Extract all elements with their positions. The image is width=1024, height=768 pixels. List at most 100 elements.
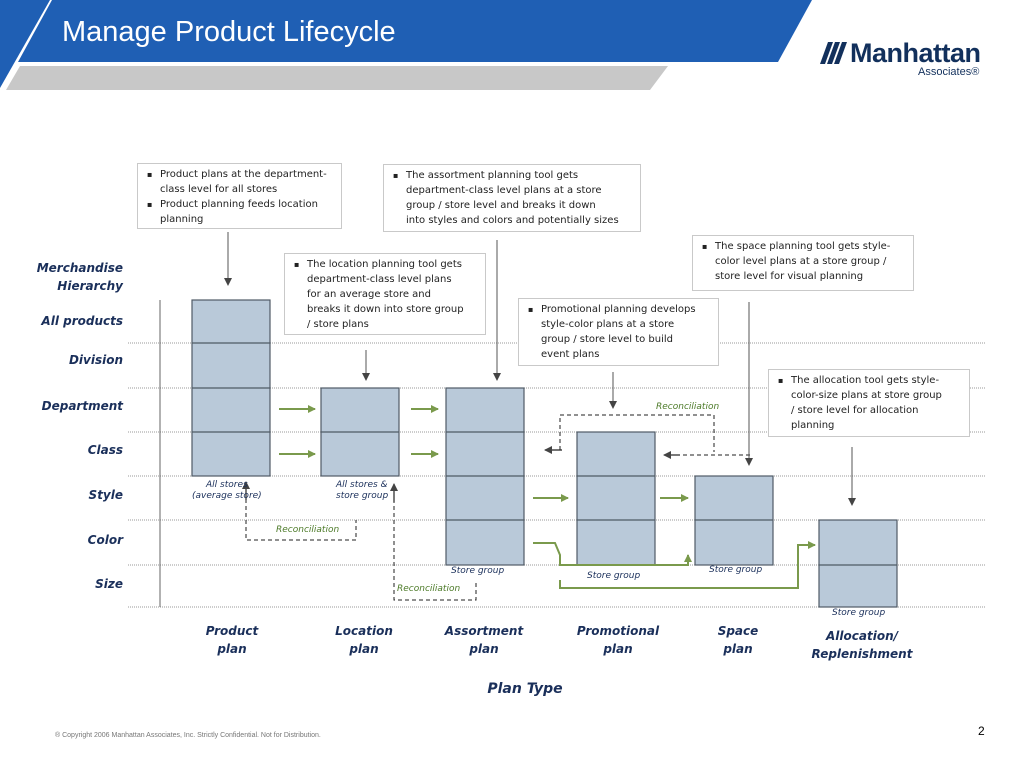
- reconciliation-path-location-assortment: [393, 492, 477, 601]
- note-line: ▪ Product planning feeds location: [147, 197, 333, 212]
- note-assortment-plan: ▪ The assortment planning tool gets depart…: [383, 164, 641, 232]
- note-text: The allocation tool gets style-: [791, 375, 940, 386]
- label-space-store-group: Store group: [709, 565, 763, 575]
- note-text: The location planning tool gets: [307, 259, 462, 270]
- axis-title-plan-type: Plan Type: [487, 681, 563, 697]
- box-assortment-plan: [445, 387, 525, 566]
- bullet-icon: ▪: [147, 170, 153, 179]
- logo-mark-icon: [820, 42, 847, 64]
- reconciliation-arrowheads: [242, 446, 680, 502]
- note-text: into styles and colors and potentially s…: [406, 215, 619, 226]
- note-text: The space planning tool gets style-: [715, 241, 891, 252]
- bullet-icon: ▪: [528, 305, 534, 314]
- flow-arrows: [279, 405, 816, 589]
- hierarchy-level-all-products: All products: [41, 314, 123, 328]
- hierarchy-level-color: Color: [87, 533, 123, 547]
- logo-name: Manhattan: [850, 38, 981, 68]
- note-line: / store plans: [307, 317, 477, 332]
- note-line: into styles and colors and potentially s…: [406, 213, 632, 228]
- note-space-plan: ▪ The space planning tool gets style-colo…: [692, 235, 914, 291]
- note-line: for an average store and: [307, 287, 477, 302]
- box-product-plan: [191, 299, 271, 477]
- plan-box-rect: [576, 431, 656, 566]
- note-line: / store level for allocation: [791, 403, 961, 418]
- flow-arrow-assortment-to-space-bend: [533, 542, 692, 566]
- label-assortment-store-group: Store group: [451, 566, 505, 576]
- note-text: for an average store and: [307, 289, 431, 300]
- note-text: breaks it down into store group: [307, 304, 464, 315]
- note-text: group / store level to build: [541, 334, 674, 345]
- bullet-icon: ▪: [393, 171, 399, 180]
- note-text: / store level for allocation: [791, 405, 919, 416]
- hierarchy-title-line2: Hierarchy: [57, 279, 123, 293]
- note-location-plan: ▪ The location planning tool gets departme…: [284, 253, 486, 335]
- plan-boxes: [191, 299, 898, 608]
- note-line: color-size plans at store group: [791, 388, 961, 403]
- note-text: department-class level plans: [307, 274, 452, 285]
- reconciliation-label-product-location: Reconciliation: [276, 525, 340, 535]
- box-allocation-plan: [818, 519, 898, 608]
- note-text: The assortment planning tool gets: [406, 170, 579, 181]
- note-text: Product planning feeds location: [160, 199, 318, 210]
- bullet-icon: ▪: [702, 242, 708, 251]
- note-line: ▪ The location planning tool gets: [294, 257, 477, 272]
- note-line: breaks it down into store group: [307, 302, 477, 317]
- note-text: group / store level and breaks it down: [406, 200, 596, 211]
- note-text: planning: [791, 420, 835, 431]
- bullet-icon: ▪: [778, 376, 784, 385]
- plan-box-rect: [818, 519, 898, 608]
- note-line: style-color plans at a store: [541, 317, 710, 332]
- plan-type-allocation: Allocation/Replenishment: [811, 629, 913, 661]
- note-line: ▪Product plans at the department-: [147, 167, 333, 182]
- note-line: store level for visual planning: [715, 269, 905, 284]
- note-text: / store plans: [307, 319, 369, 330]
- footer-copyright: ® Copyright 2006 Manhattan Associates, I…: [55, 732, 321, 739]
- label-location-stores-line1: All stores &: [336, 480, 388, 490]
- note-text: Promotional planning develops: [541, 304, 696, 315]
- note-allocation-plan: ▪ The allocation tool gets style-color-si…: [768, 369, 970, 437]
- reconciliation-path-product-location: [245, 492, 357, 541]
- bullet-icon: ▪: [147, 200, 153, 209]
- hierarchy-level-class: Class: [87, 443, 123, 457]
- note-line: class level for all stores: [160, 182, 333, 197]
- hierarchy-level-division: Division: [68, 353, 123, 367]
- label-allocation-store-group: Store group: [832, 608, 886, 618]
- reconciliation-path-assortment-space: [559, 414, 715, 452]
- page-title: Manage Product Lifecycle: [62, 16, 396, 48]
- bullet-icon: ▪: [294, 260, 300, 269]
- hierarchy-level-department: Department: [41, 399, 123, 413]
- label-location-stores-line2: store group: [336, 491, 389, 501]
- logo-subtitle: Associates®: [918, 66, 980, 78]
- note-text: class level for all stores: [160, 184, 278, 195]
- company-logo: Manhattan Associates®: [820, 38, 1000, 83]
- note-line: planning: [160, 212, 333, 227]
- note-line: planning: [791, 418, 961, 433]
- note-text: department-class level plans at a store: [406, 185, 602, 196]
- label-product-stores-line1: All stores: [206, 480, 248, 490]
- note-promotional-plan: ▪ Promotional planning develops style-colo…: [518, 298, 719, 366]
- note-line: color level plans at a store group /: [715, 254, 905, 269]
- hierarchy-title-line1: Merchandise: [36, 261, 123, 275]
- note-line: department-class level plans: [307, 272, 477, 287]
- page-number: 2: [978, 724, 985, 738]
- label-product-stores-line2: (average store): [192, 491, 262, 501]
- note-line: event plans: [541, 347, 710, 362]
- reconciliation-label-assortment-space: Reconciliation: [656, 402, 720, 412]
- box-location-plan: [320, 387, 400, 477]
- note-line: ▪ Promotional planning develops: [528, 302, 710, 317]
- label-promotional-store-group: Store group: [587, 571, 641, 581]
- note-line: ▪ The assortment planning tool gets: [393, 168, 632, 183]
- hierarchy-level-size: Size: [95, 577, 123, 591]
- reconciliation-label-location-assortment: Reconciliation: [397, 584, 461, 594]
- note-text: style-color plans at a store: [541, 319, 675, 330]
- note-text: color-size plans at store group: [791, 390, 942, 401]
- flow-arrow-to-allocation: [559, 541, 816, 589]
- note-line: group / store level and breaks it down: [406, 198, 632, 213]
- note-text: event plans: [541, 349, 600, 360]
- note-line: ▪ The allocation tool gets style-: [778, 373, 961, 388]
- box-promotional-plan: [576, 431, 656, 566]
- note-line: ▪ The space planning tool gets style-: [702, 239, 905, 254]
